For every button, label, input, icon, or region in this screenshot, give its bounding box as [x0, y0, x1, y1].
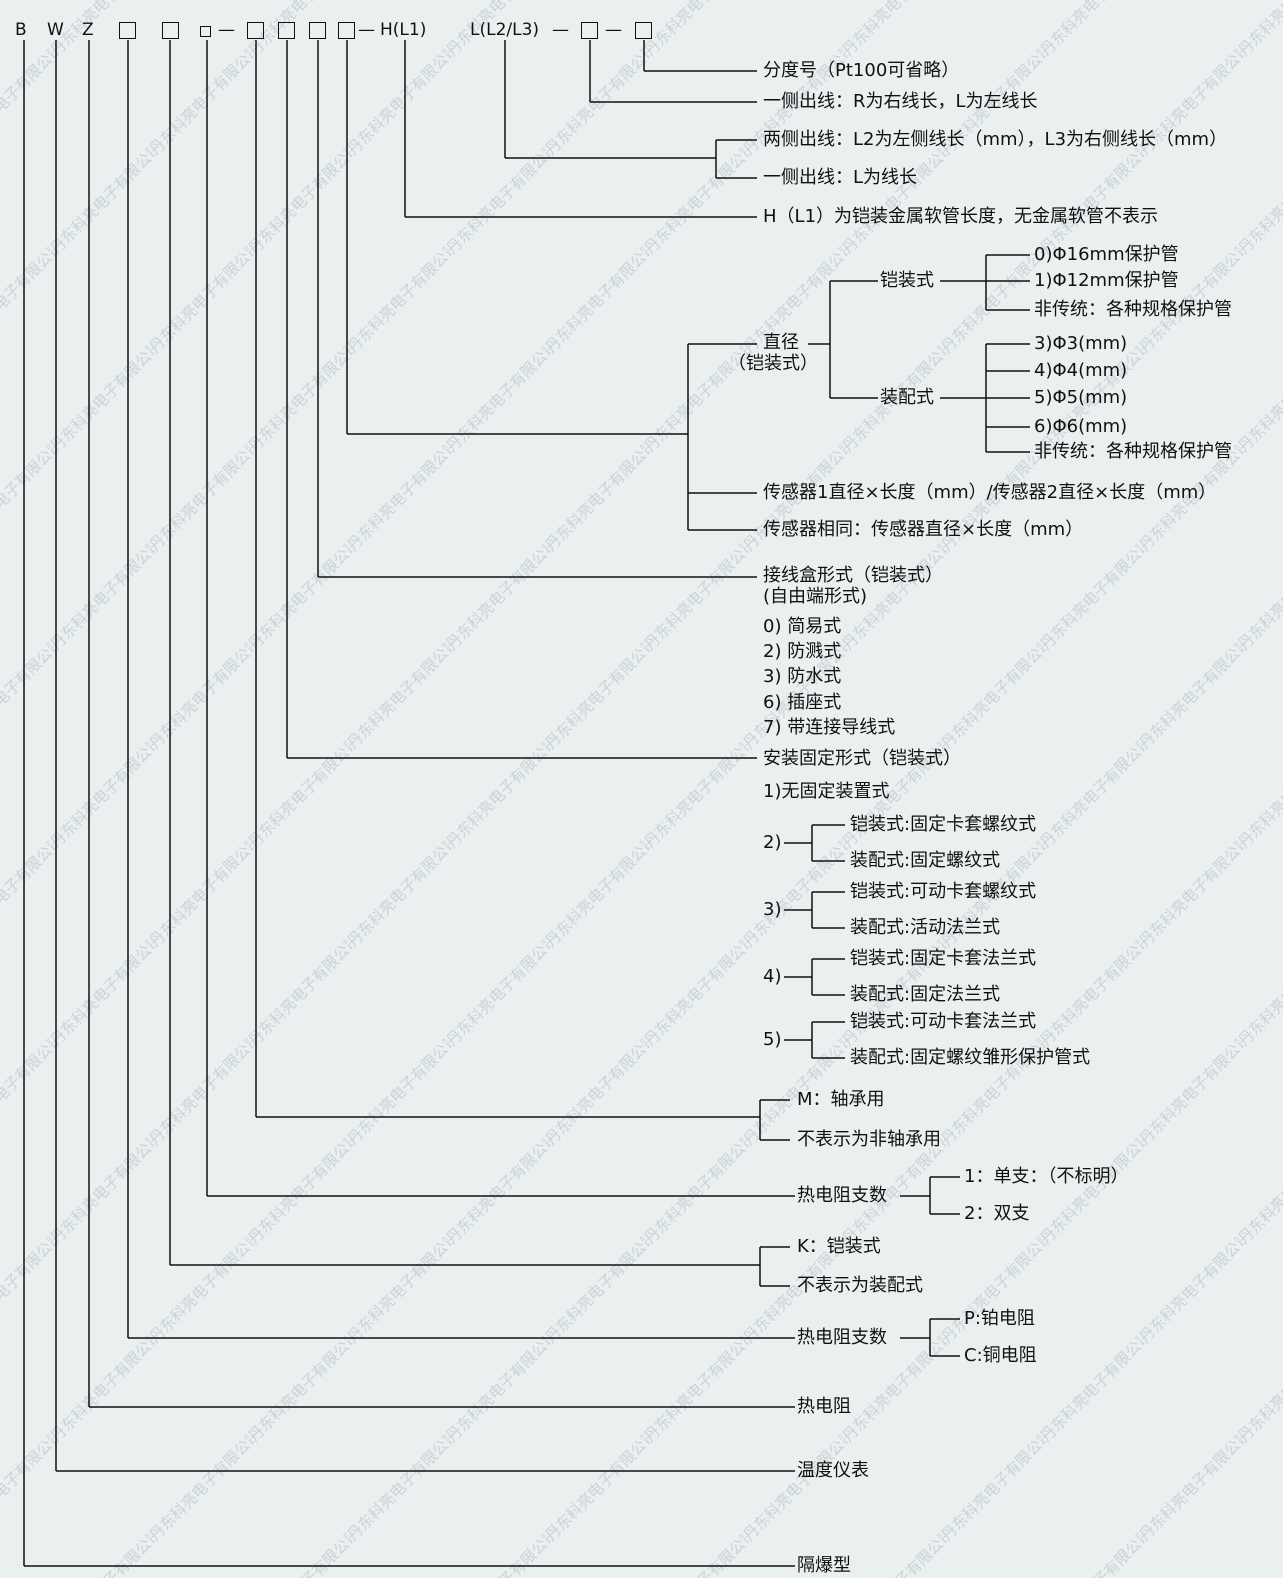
label-two-side: 两侧出线：L2为左侧线长（mm），L3为右侧线长（mm）: [763, 129, 1228, 150]
label-explosion: 隔爆型: [797, 1555, 851, 1576]
label-jb2: 2) 防溅式: [763, 641, 842, 662]
label-m3-armored: 铠装式:可动卡套螺纹式: [850, 881, 1037, 902]
label-d-nonstandard-1: 非传统：各种规格保护管: [1034, 299, 1232, 320]
header-dash-3: —: [552, 20, 569, 40]
code-letter-b: B: [15, 20, 27, 40]
connector-lines: [23, 40, 1030, 1567]
code-box-division: [635, 22, 652, 39]
code-box-jbox: [309, 22, 326, 39]
label-jbox-sub: (自由端形式): [763, 586, 868, 607]
label-rtd: 热电阻: [797, 1396, 851, 1417]
code-box-mount: [278, 22, 295, 39]
label-count-title: 热电阻支数: [797, 1185, 887, 1206]
label-m4: 4): [763, 966, 782, 987]
label-m4-armored: 铠装式:固定卡套法兰式: [850, 948, 1037, 969]
label-m5-assembled: 装配式:固定螺纹雏形保护管式: [850, 1047, 1091, 1068]
label-armored-branch: 铠装式: [880, 270, 934, 291]
label-jb7: 7) 带连接导线式: [763, 717, 896, 738]
label-m2: 2): [763, 832, 782, 853]
label-jb6: 6) 插座式: [763, 692, 842, 713]
label-jb0: 0) 简易式: [763, 616, 842, 637]
label-m3: 3): [763, 899, 782, 920]
label-division: 分度号（Pt100可省略）: [763, 60, 960, 81]
header-l-label: L(L2/L3): [470, 20, 540, 40]
label-m1: 1)无固定装置式: [763, 781, 890, 802]
code-box-bearing: [247, 22, 264, 39]
label-m3-assembled: 装配式:活动法兰式: [850, 917, 1001, 938]
label-jbox: 接线盒形式（铠装式）: [763, 565, 943, 586]
label-one-side-l: 一侧出线：L为线长: [763, 167, 918, 188]
code-box-side: [581, 22, 598, 39]
label-d-nonstandard-2: 非传统：各种规格保护管: [1034, 441, 1232, 462]
label-instrument: 温度仪表: [797, 1460, 869, 1481]
label-bearing-none: 不表示为非轴承用: [797, 1129, 941, 1150]
label-k-none: 不表示为装配式: [797, 1275, 923, 1296]
code-letter-z: Z: [82, 20, 94, 40]
label-m5: 5): [763, 1029, 782, 1050]
label-count-2: 2：双支: [964, 1203, 1030, 1224]
label-count-1: 1：单支：（不标明）: [964, 1166, 1129, 1187]
header-h-label: H(L1): [380, 20, 427, 40]
label-mount: 安装固定形式（铠装式）: [763, 748, 961, 769]
code-box-diameter: [338, 22, 355, 39]
code-box-count: [200, 26, 211, 37]
label-m2-assembled: 装配式:固定螺纹式: [850, 850, 1001, 871]
header-dash-2: —: [358, 20, 375, 40]
header-dash-1: —: [218, 20, 235, 40]
label-diameter-sub: （铠装式）: [728, 353, 818, 374]
label-copper: C:铜电阻: [964, 1345, 1037, 1366]
label-bearing-m: M：轴承用: [797, 1089, 885, 1110]
label-d3: 3)Φ3(mm): [1034, 333, 1128, 354]
label-d4: 4)Φ4(mm): [1034, 360, 1128, 381]
code-box-armored: [162, 22, 179, 39]
label-h-l1: H（L1）为铠装金属软管长度，无金属软管不表示: [763, 206, 1159, 227]
label-d6: 6)Φ6(mm): [1034, 416, 1128, 437]
label-m2-armored: 铠装式:固定卡套螺纹式: [850, 814, 1037, 835]
label-type-title: 热电阻支数: [797, 1327, 887, 1348]
header-dash-4: —: [605, 20, 622, 40]
code-letter-w: W: [47, 20, 64, 40]
label-assembled-branch: 装配式: [880, 387, 934, 408]
label-sensor-same: 传感器相同：传感器直径×长度（mm）: [763, 519, 1084, 540]
label-d1: 1)Φ12mm保护管: [1034, 270, 1179, 291]
label-sensor-diff: 传感器1直径×长度（mm）/传感器2直径×长度（mm）: [763, 482, 1217, 503]
label-d0: 0)Φ16mm保护管: [1034, 244, 1179, 265]
label-m5-armored: 铠装式:可动卡套法兰式: [850, 1011, 1037, 1032]
code-box-material: [119, 22, 136, 39]
label-platinum: P:铂电阻: [964, 1308, 1035, 1329]
label-diameter: 直径: [763, 332, 799, 353]
label-jb3: 3) 防水式: [763, 666, 842, 687]
label-k-armored: K：铠装式: [797, 1236, 881, 1257]
label-d5: 5)Φ5(mm): [1034, 387, 1128, 408]
label-one-side-rl: 一侧出线：R为右线长，L为左线长: [763, 91, 1038, 112]
label-m4-assembled: 装配式:固定法兰式: [850, 984, 1001, 1005]
